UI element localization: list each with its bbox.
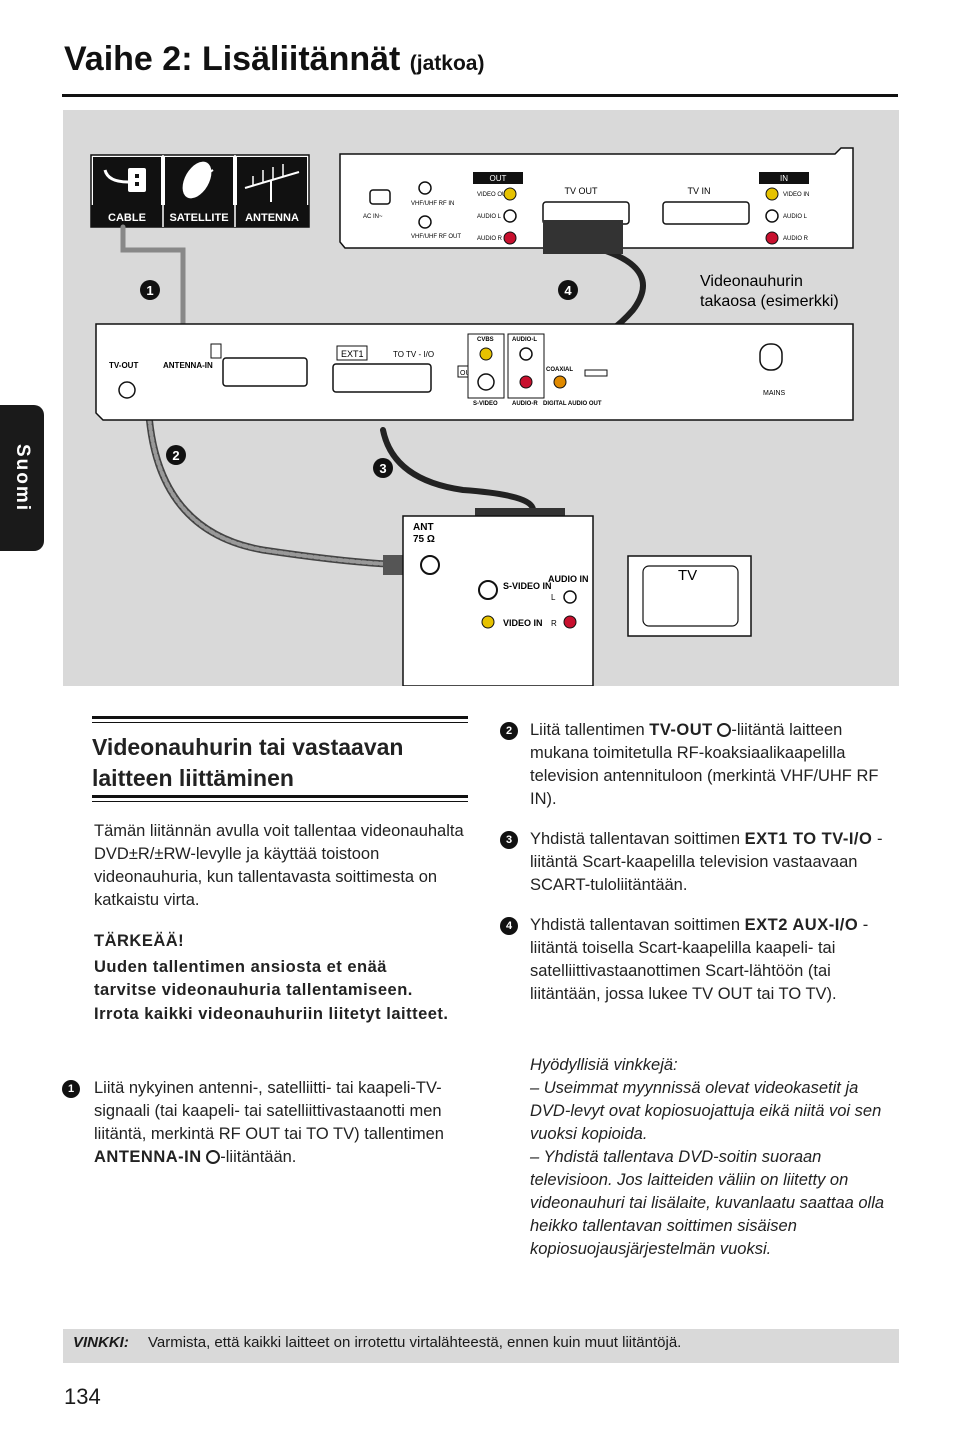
recorder-s-video: S-VIDEO [473, 401, 498, 407]
vcr-in-label: IN [780, 174, 788, 183]
step-2-pre: Liitä tallentimen [530, 721, 650, 739]
footer-tip-label: VINKKI: [73, 1334, 129, 1351]
tv-audio-l: L [551, 593, 556, 602]
tv-label: TV [678, 567, 697, 584]
cable-icon [103, 168, 146, 192]
vcr-in-audio-r: AUDIO R [783, 236, 809, 242]
source-devices: CABLE SATELLITE ANTENNA [90, 154, 310, 228]
page-title: Vaihe 2: Lisäliitännät (jatkoa) [64, 40, 484, 79]
important-line2: Irrota kaikki videonauhuriin liitetyt la… [94, 1005, 449, 1023]
language-tab-label-wrap: Suomi [0, 405, 44, 551]
vcr-caption-line1: Videonauhurin [700, 273, 803, 290]
step-1-post: -liitäntään. [220, 1148, 297, 1166]
tv-s-video-in: S-VIDEO IN [503, 581, 552, 591]
step-3-pre: Yhdistä tallentavan soittimen [530, 830, 745, 848]
source-satellite-label: SATELLITE [169, 212, 228, 224]
vcr-video-in: VIDEO IN [783, 192, 809, 198]
page-title-text: Vaihe 2: Lisäliitännät [64, 40, 401, 78]
section-rule-bottom-thin [92, 801, 468, 802]
step-2-post: -liitäntä laitteen mukana toimitetulla R… [530, 721, 879, 808]
vcr-in-audio-l: AUDIO L [783, 214, 808, 220]
step-4-text: Yhdistä tallentavan soittimen EXT2 AUX-I… [530, 914, 900, 1006]
vcr-out-label: OUT [490, 174, 507, 183]
callout-2: 2 [172, 448, 179, 463]
tv-audio-r: R [551, 619, 557, 628]
tv-input-panel: ANT 75 Ω S-VIDEO IN AUDIO IN L VIDEO IN … [402, 515, 594, 687]
step-4-pre: Yhdistä tallentavan soittimen [530, 916, 745, 934]
page-title-suffix: (jatkoa) [409, 52, 485, 75]
callout-3: 3 [379, 461, 386, 476]
language-tab [0, 405, 44, 551]
step-1-text: Liitä nykyinen antenni-, satelliitti- ta… [94, 1077, 470, 1169]
vcr-tv-out: TV OUT [565, 186, 599, 196]
recorder-coaxial: COAXIAL [546, 367, 573, 373]
recorder-mains: MAINS [763, 390, 786, 397]
antenna-icon [244, 164, 300, 202]
important-label: TÄRKEÄÄ! [94, 932, 185, 950]
language-tab-label: Suomi [12, 443, 33, 513]
source-cable-label: CABLE [108, 212, 146, 224]
tips-label: Hyödyllisiä vinkkejä: [530, 1056, 678, 1074]
recorder-ext1: EXT1 [341, 349, 364, 359]
vcr-audio-r: AUDIO R [477, 236, 503, 242]
callouts: 1 4 2 3 [140, 280, 578, 478]
recorder-audio-r: AUDIO-R [512, 401, 538, 407]
step-3-text: Yhdistä tallentavan soittimen EXT1 TO TV… [530, 828, 900, 897]
recorder-digital-out: DIGITAL AUDIO OUT [543, 401, 602, 407]
vcr-audio-l: AUDIO L [477, 214, 502, 220]
tv-ant: ANT [413, 522, 434, 533]
tv-ohm: 75 Ω [413, 534, 435, 545]
source-antenna-label: ANTENNA [245, 212, 299, 224]
vcr-vhf-in: VHF/UHF RF IN [411, 201, 454, 207]
step-1-pre: Liitä nykyinen antenni-, satelliitti- ta… [94, 1079, 444, 1143]
step-4-bold: EXT2 AUX-I/O [744, 916, 859, 934]
recorder-audio-l: AUDIO-L [512, 337, 537, 343]
vcr-tv-in: TV IN [687, 186, 710, 196]
vcr-back-panel: AC IN~ VHF/UHF RF IN VHF/UHF RF OUT OUT … [339, 147, 854, 249]
step-1-number: 1 [62, 1080, 80, 1098]
vcr-ac-in: AC IN~ [363, 214, 383, 220]
satellite-icon [182, 161, 214, 199]
recorder-cvbs: CVBS [477, 337, 494, 343]
section-rule-bottom-thick [92, 795, 468, 798]
section-rule-top-thin [92, 722, 468, 723]
step-2-number: 2 [500, 722, 518, 740]
recorder-to-tv: TO TV - I/O [393, 350, 434, 359]
footer-tip-text: Varmista, että kaikki laitteet on irrote… [148, 1334, 682, 1351]
tv-icon: TV [627, 555, 752, 637]
antenna-input-icon [206, 1150, 221, 1164]
step-1-bold: ANTENNA-IN [94, 1148, 202, 1166]
vcr-video-out: VIDEO OUT [477, 192, 510, 198]
ac-socket-icon [369, 189, 391, 205]
step-4-number: 4 [500, 917, 518, 935]
tip-1: – Useimmat myynnissä olevat videokasetit… [530, 1079, 882, 1143]
connection-diagram: CABLE SATELLITE ANTENNA AC IN~ VHF/UHF R… [63, 110, 899, 687]
step-3-bold: EXT1 TO TV-I/O [744, 830, 873, 848]
callout-1: 1 [146, 283, 153, 298]
title-rule [62, 94, 898, 97]
recorder-tv-out: TV-OUT [109, 361, 138, 370]
important-line1: Uuden tallentimen ansiosta et enää tarvi… [94, 958, 413, 999]
tv-output-icon [717, 723, 732, 737]
footer-tip-box [63, 1329, 899, 1363]
tv-audio-in: AUDIO IN [548, 574, 589, 584]
page-number: 134 [64, 1384, 101, 1409]
callout-4: 4 [564, 283, 572, 298]
step-2-bold: TV-OUT [649, 721, 713, 739]
step-3-number: 3 [500, 831, 518, 849]
step-3-post: -liitäntä Scart-kaapelilla television va… [530, 830, 883, 894]
vcr-caption-line2: takaosa (esimerkki) [700, 293, 839, 310]
recorder-back-panel: TV-OUT ANTENNA-IN EXT1 TO TV - I/O OUT C… [95, 323, 854, 421]
tip-2: – Yhdistä tallentava DVD-soitin suoraan … [530, 1148, 885, 1258]
tv-video-in: VIDEO IN [503, 618, 543, 628]
step-2-text: Liitä tallentimen TV-OUT -liitäntä laitt… [530, 719, 900, 811]
recorder-antenna-in: ANTENNA-IN [163, 361, 213, 370]
section-rule-top-thick [92, 716, 468, 719]
section-heading: Videonauhurin tai vastaavan laitteen lii… [92, 734, 404, 791]
vcr-vhf-out: VHF/UHF RF OUT [411, 234, 461, 240]
step-4-post: -liitäntä toisella Scart-kaapelilla kaap… [530, 916, 869, 1003]
section-intro: Tämän liitännän avulla voit tallentaa vi… [94, 822, 464, 909]
